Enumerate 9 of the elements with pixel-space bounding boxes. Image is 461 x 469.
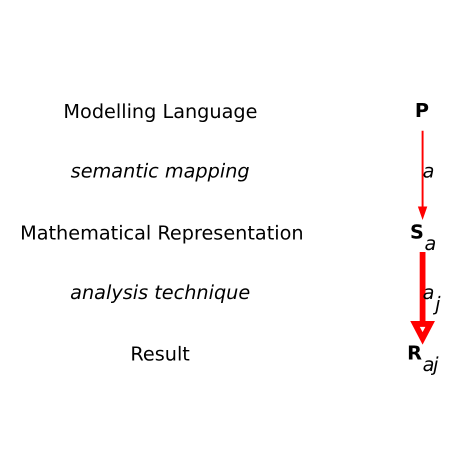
label: Modelling Language — [63, 100, 258, 123]
edge-label: a — [422, 160, 434, 183]
label: Mathematical Representation — [20, 221, 304, 244]
node-text: P — [414, 99, 429, 122]
label: semantic mapping — [70, 160, 250, 183]
label: analysis technique — [70, 281, 250, 304]
arrow — [418, 130, 428, 220]
label: Result — [130, 342, 190, 366]
arrow — [410, 252, 435, 345]
